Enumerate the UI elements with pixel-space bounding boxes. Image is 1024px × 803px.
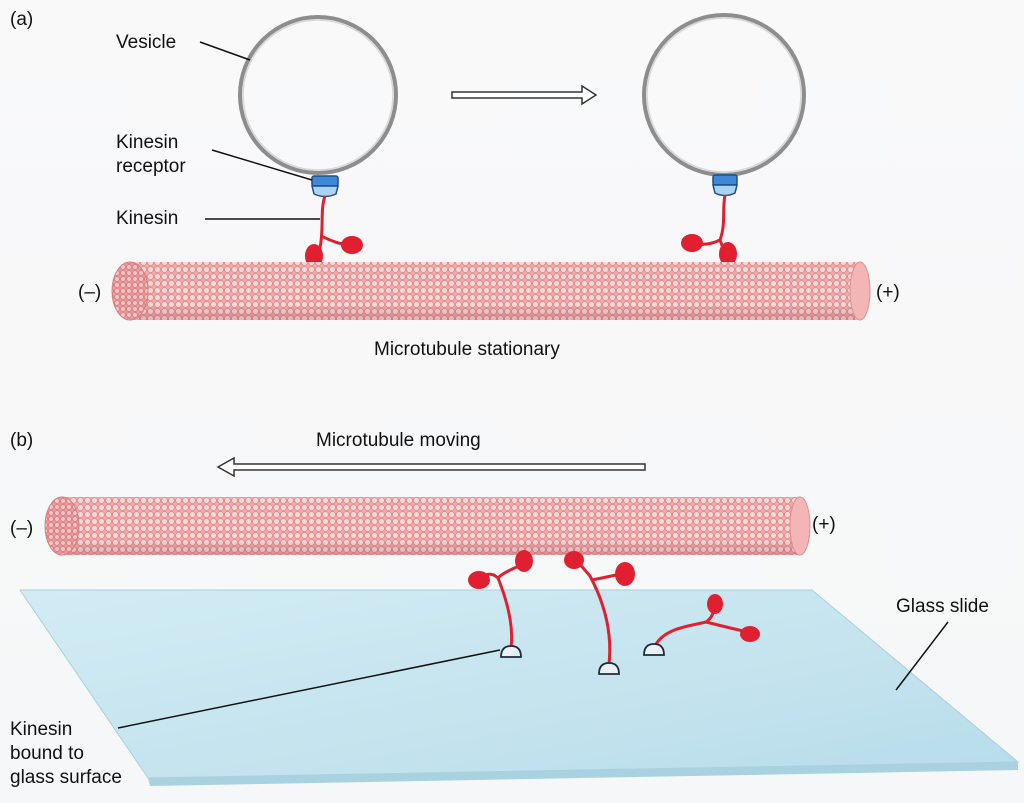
panel-b-tag: (b) [10,430,34,451]
panel-a-tag: (a) [10,9,34,30]
panel-a [111,13,871,321]
minus-end-label-b: (–) [10,518,34,539]
kinesin-receptor-2-base [712,184,738,197]
panel-b [19,456,1020,786]
kinesin-receptor-2 [712,174,738,186]
kinesin-receptor-label: Kinesin receptor [116,132,186,177]
vesicle-label: Vesicle [116,32,177,53]
vesicle-motion-arrow [451,84,598,106]
kinesin-receptor-1-base [311,185,339,198]
kinesin-2 [681,194,737,266]
vesicle-2 [642,13,806,177]
kinesin-bound-3 [643,594,760,656]
kinesin-receptor-1 [311,175,339,187]
plus-end-label-a: (+) [876,282,900,303]
kinesin-bound-label: Kinesin bound to glass surface [10,719,122,788]
kinesin-1 [305,195,363,268]
glass-leader-line [895,621,949,691]
kinesin-bound-1 [468,550,533,658]
microtubule-moving [44,496,811,556]
receptor-leader-line [211,149,313,181]
kinesin-bound-2 [564,551,635,675]
bound-kinesin-leader-line [117,649,501,729]
kinesin-label: Kinesin [116,208,179,229]
glass-slide [19,589,1020,786]
microtubule-stationary [111,261,871,321]
microtubule-motion-arrow [216,456,646,478]
vesicle-2-highlight [646,17,802,173]
glass-slide-label: Glass slide [896,596,989,617]
microtubule-stationary-caption: Microtubule stationary [374,339,560,360]
microtubule-moving-caption: Microtubule moving [316,430,481,451]
vesicle-1-highlight [242,19,394,171]
vesicle-1 [238,15,398,175]
plus-end-label-b: (+) [812,514,836,535]
minus-end-label-a: (–) [78,282,102,303]
vesicle-leader-line [199,41,251,61]
